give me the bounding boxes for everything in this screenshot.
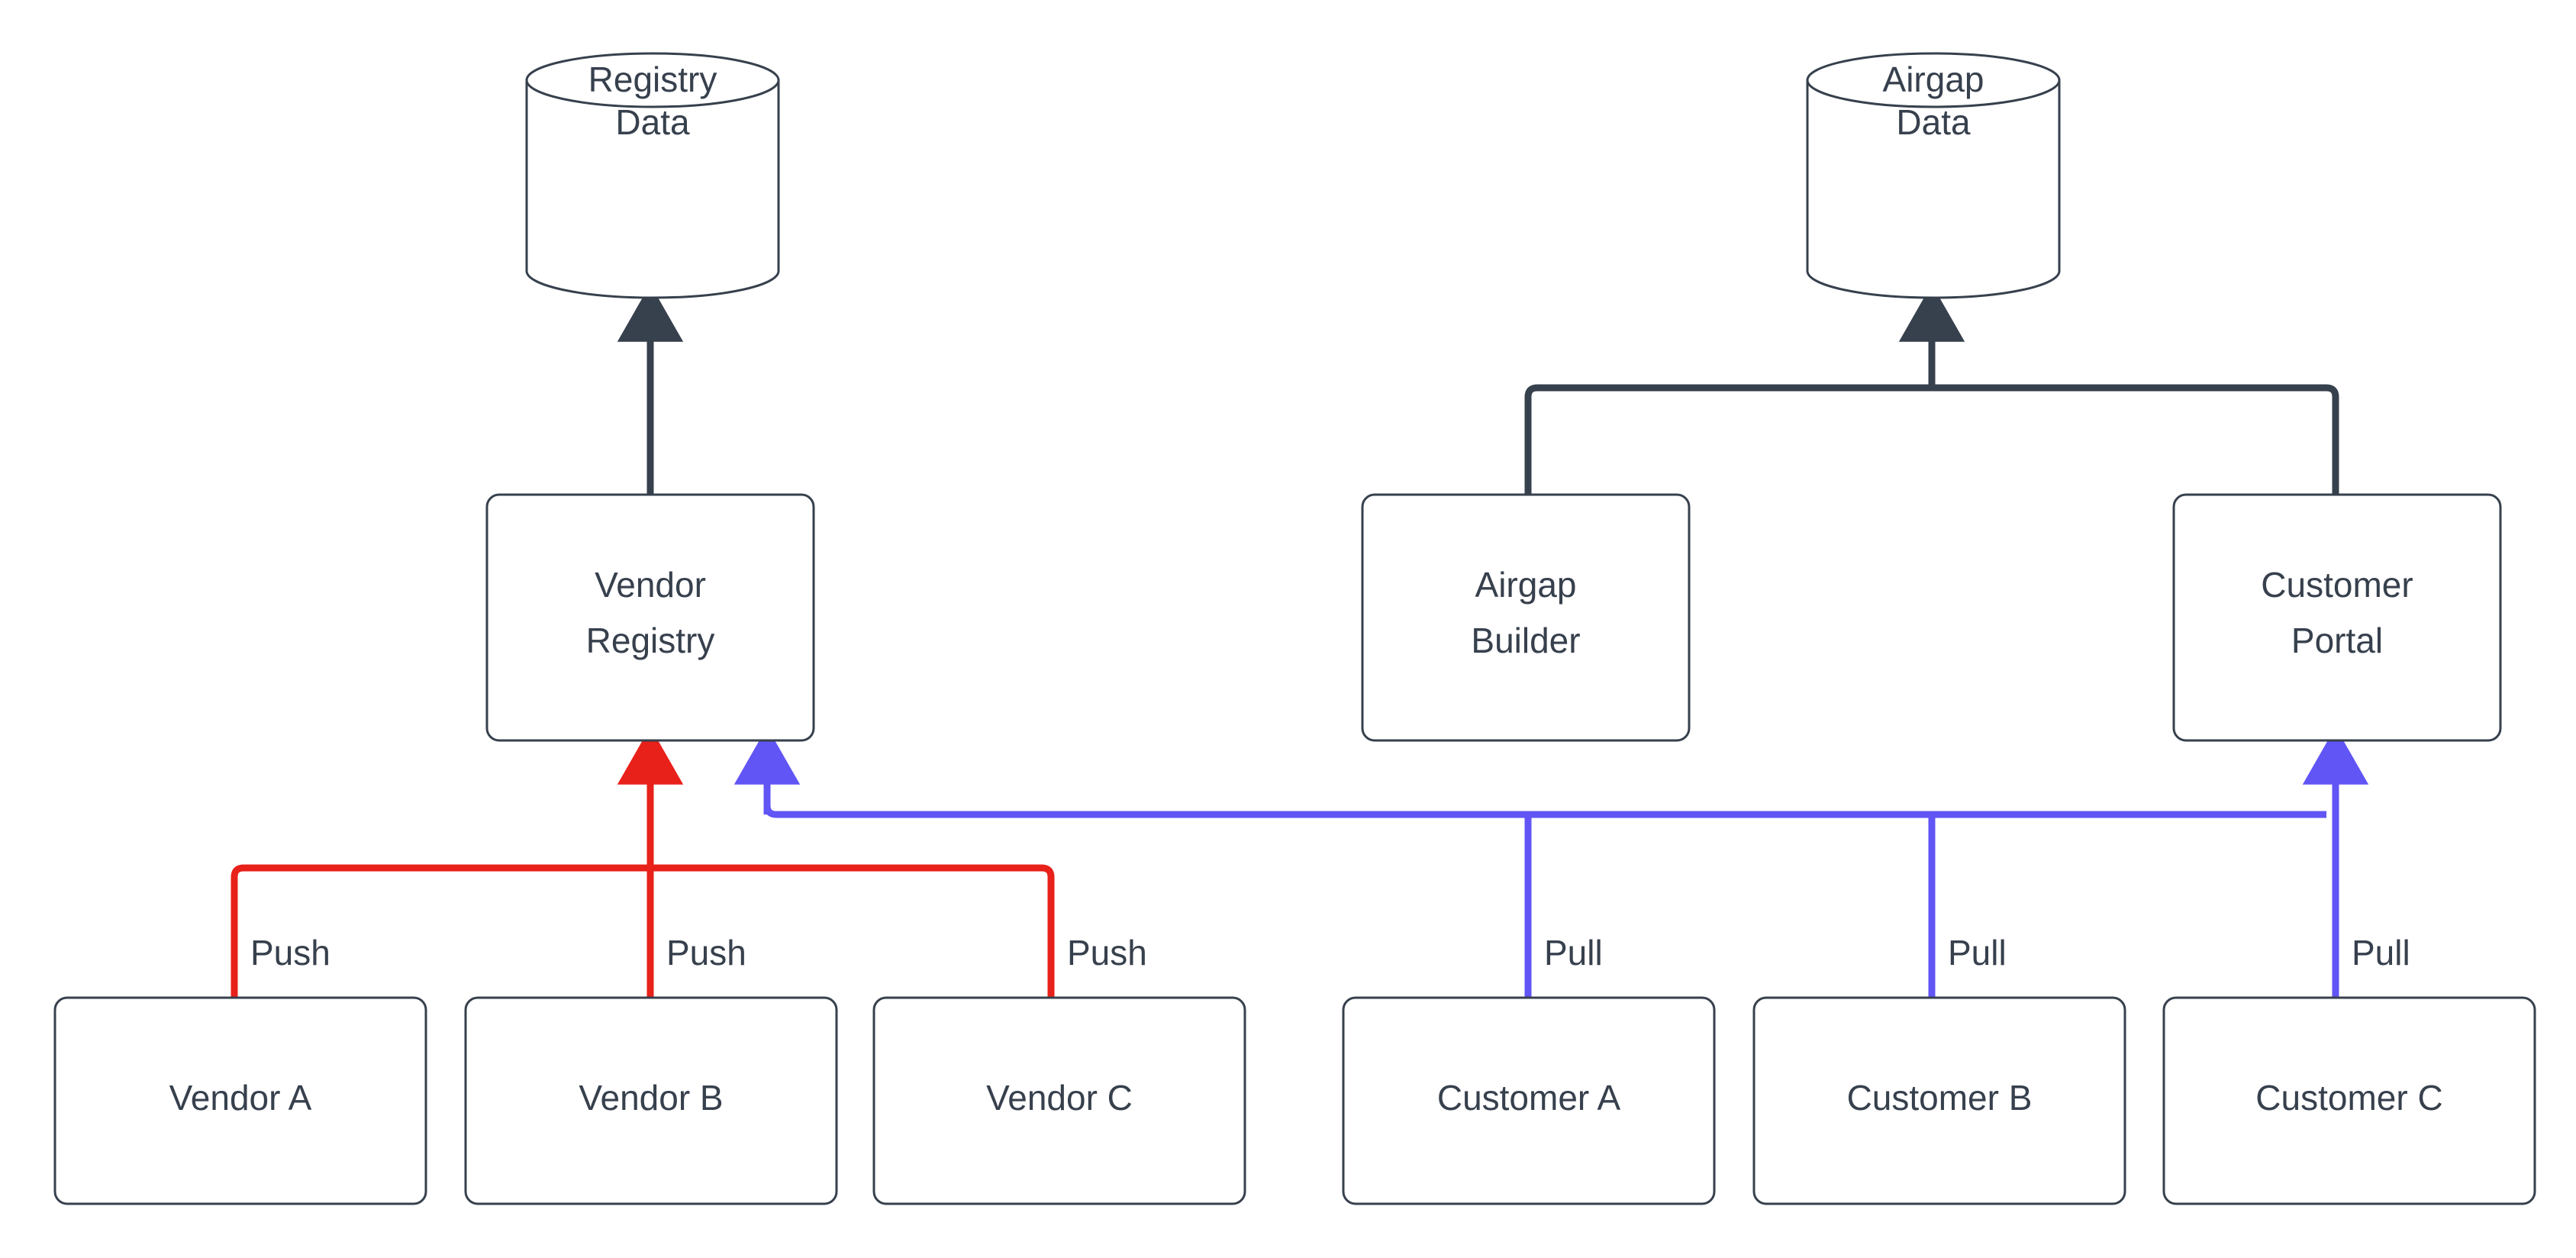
edge-label-push-vendor-a: Push: [250, 933, 330, 973]
node-vendor-registry[interactable]: Vendor Registry: [485, 493, 815, 742]
edge-label-pull-customer-a: Pull: [1544, 933, 1603, 973]
node-customer-a[interactable]: Customer A: [1342, 996, 1716, 1205]
vendor-c-label: Vendor C: [986, 1078, 1133, 1118]
edge-label-pull-customer-b: Pull: [1948, 933, 2007, 973]
customer-c-label: Customer C: [2255, 1078, 2442, 1118]
registry-data-label-line1: Registry: [588, 60, 717, 99]
node-vendor-b[interactable]: Vendor B: [464, 996, 838, 1205]
customer-portal-label-line1: Customer: [2261, 565, 2413, 605]
node-vendor-c[interactable]: Vendor C: [872, 996, 1246, 1205]
airgap-data-label-line1: Airgap: [1883, 60, 1984, 99]
airgap-builder-label-line1: Airgap: [1475, 565, 1577, 605]
airgap-data-label-line2: Data: [1896, 102, 1971, 142]
customer-b-label: Customer B: [1847, 1078, 2033, 1118]
registry-data-label-line2: Data: [615, 102, 690, 142]
node-vendor-a[interactable]: Vendor A: [53, 996, 427, 1205]
node-customer-portal[interactable]: Customer Portal: [2172, 493, 2502, 742]
node-registry-data[interactable]: Registry Data: [525, 52, 780, 299]
edge-pull-bus: [763, 756, 2326, 818]
customer-portal-label-line2: Portal: [2291, 621, 2383, 660]
vendor-registry-label-line2: Registry: [586, 621, 715, 660]
edge-push-bus: [231, 864, 1055, 998]
vendor-a-label: Vendor A: [169, 1078, 312, 1118]
airgap-builder-label-line2: Builder: [1471, 621, 1580, 660]
edge-label-push-vendor-b: Push: [666, 933, 746, 973]
edge-bracket-to-airgap-data: [1524, 384, 2339, 495]
node-customer-c[interactable]: Customer C: [2162, 996, 2536, 1205]
vendor-registry-label-line1: Vendor: [595, 565, 706, 605]
node-airgap-data[interactable]: Airgap Data: [1806, 52, 2061, 299]
vendor-b-label: Vendor B: [579, 1078, 723, 1118]
node-customer-b[interactable]: Customer B: [1752, 996, 2126, 1205]
customer-a-label: Customer A: [1437, 1078, 1621, 1118]
edge-label-pull-customer-c: Pull: [2352, 933, 2410, 973]
edge-label-push-vendor-c: Push: [1067, 933, 1147, 973]
node-airgap-builder[interactable]: Airgap Builder: [1361, 493, 1691, 742]
